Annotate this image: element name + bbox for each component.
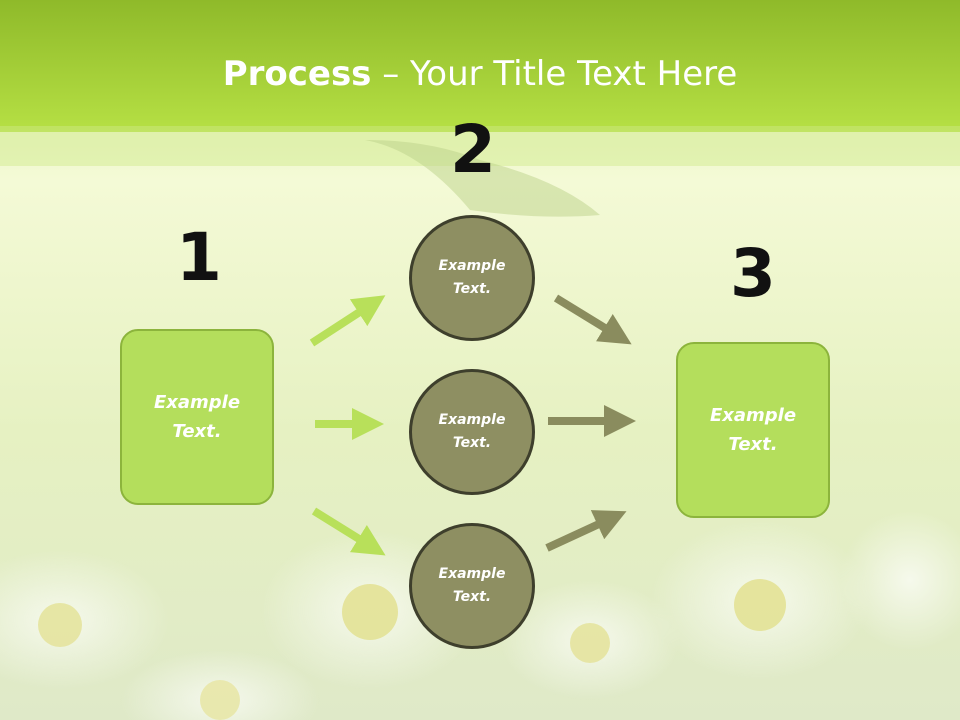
top-circle: Example Text. — [409, 215, 535, 341]
right-step-box: Example Text. — [676, 342, 830, 518]
arrow-left-to-top — [309, 295, 386, 347]
middle-circle: Example Text. — [409, 369, 535, 495]
arrow-bottom-to-right — [545, 510, 627, 552]
arrow-left-to-bottom — [311, 507, 386, 556]
title-bold: Process — [222, 54, 372, 94]
slide-title: Process – Your Title Text Here — [0, 50, 960, 98]
title-rest: – Your Title Text Here — [371, 54, 738, 94]
step-number-2: 2 — [450, 111, 496, 188]
left-step-box: Example Text. — [120, 329, 274, 505]
middle-circle-label: Example Text. — [438, 412, 506, 451]
bottom-circle-label: Example Text. — [438, 566, 506, 605]
left-box-label: Example Text. — [153, 392, 241, 442]
top-circle-label: Example Text. — [438, 258, 506, 297]
bottom-circle: Example Text. — [409, 523, 535, 649]
step-number-1: 1 — [176, 219, 222, 296]
arrow-top-to-right — [553, 294, 632, 345]
right-box-label: Example Text. — [709, 405, 797, 455]
step-number-3: 3 — [730, 235, 776, 312]
